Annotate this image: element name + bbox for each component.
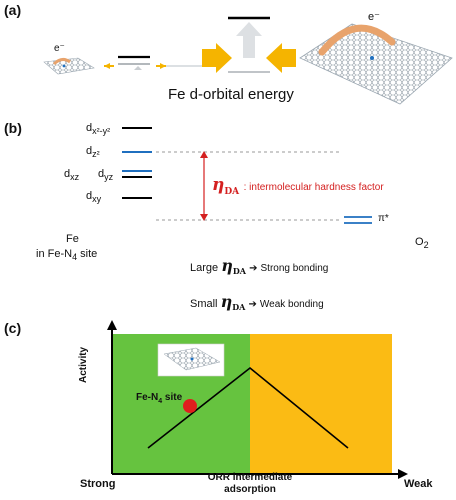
pi-star-label: π*: [378, 213, 389, 224]
arrow-right-icon: ➔: [248, 299, 257, 310]
panel-c-volcano-plot: [107, 320, 408, 479]
orbital-label-dx2-y2: dx²-y²: [86, 122, 111, 137]
panel-b-label: (b): [4, 120, 22, 136]
inset-graphene-image: [157, 343, 225, 377]
orbital-label-dxz: dxz: [64, 168, 80, 183]
electron-left-label: e⁻: [54, 43, 65, 54]
x-axis-label-strong: Strong: [80, 478, 116, 490]
panel-a-graphic: [43, 16, 453, 105]
fe-n4-site-point: [183, 399, 197, 413]
panel-a-label: (a): [4, 2, 22, 18]
weak-bonding-statement: Small ηDA ➔ Weak bonding: [190, 292, 324, 313]
x-axis-label-middle: ORR intermediate adsorption: [207, 472, 293, 495]
fe-n4-site-label: Fe-N4 site: [136, 392, 183, 405]
x-axis-label-weak: Weak: [404, 478, 433, 490]
arrow-right-icon: ➔: [249, 263, 258, 274]
eta-da-label: ηDA : intermolecular hardness factor: [212, 175, 384, 198]
small-graphene-sheet: [43, 57, 95, 75]
electron-right-label: e⁻: [368, 11, 380, 23]
left-energy-level: [104, 55, 166, 70]
orbital-label-dyz: dyz: [98, 168, 114, 183]
weak-adsorption-region: [250, 334, 392, 474]
panel-b-energy-diagram: [122, 127, 372, 224]
center-arrows: [202, 16, 296, 73]
fe-site-label: in Fe-N4 site: [36, 248, 98, 263]
o2-label: O2: [415, 236, 429, 251]
fe-d-orbital-energy-caption: Fe d-orbital energy: [168, 86, 294, 103]
orbital-label-dz2: dz²: [86, 145, 100, 160]
orbital-label-dxy: dxy: [86, 190, 102, 205]
y-axis-label: Activity: [78, 346, 89, 383]
activity-volcano-line: [147, 366, 349, 449]
strong-bonding-statement: Large ηDA ➔ Strong bonding: [190, 256, 329, 277]
fe-label: Fe: [66, 233, 79, 245]
large-graphene-sheet: [299, 23, 453, 105]
panel-c-label: (c): [4, 320, 22, 336]
